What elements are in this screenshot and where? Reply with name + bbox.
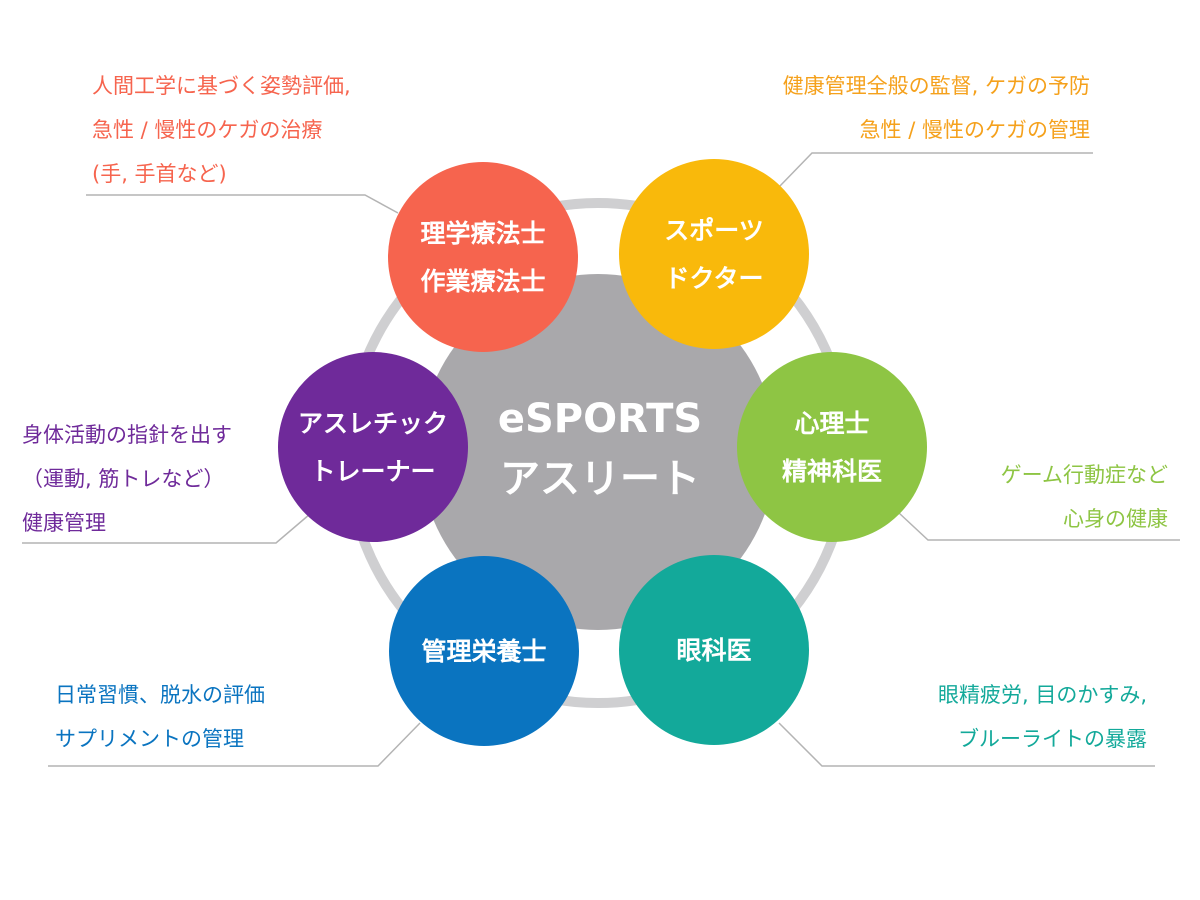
athletic-trainer-label-line: トレーナー <box>310 457 435 486</box>
psychologist-leader-line <box>898 512 1180 541</box>
athletic-trainer-description: 身体活動の指針を出す （運動, 筋トレなど） 健康管理 <box>22 423 232 535</box>
psychologist-circle <box>737 352 927 542</box>
center-title-line: eSPORTS <box>498 396 702 442</box>
sports-doctor-leader-line <box>778 152 1093 188</box>
pt-ot-label: 理学療法士作業療法士 <box>420 219 545 296</box>
dietitian-label: 管理栄養士 <box>421 637 546 666</box>
ophthalmologist-leader-line <box>778 722 1155 767</box>
ophthalmologist-description-line: ブルーライトの暴露 <box>958 727 1147 751</box>
sports-doctor-description-line: 健康管理全般の監督, ケガの予防 <box>783 74 1090 98</box>
athletic-trainer-leader-line <box>22 513 311 544</box>
pt-ot-leader-line <box>86 194 399 214</box>
dietitian-description-line: サプリメントの管理 <box>55 727 244 751</box>
ophthalmologist-description-line: 眼精疲労, 目のかすみ, <box>938 683 1147 707</box>
dietitian-leader-line <box>48 722 421 767</box>
ophthalmologist-label-line: 眼科医 <box>676 636 751 665</box>
pt-ot-label-line: 理学療法士 <box>420 219 545 248</box>
psychologist-description-line: ゲーム行動症など <box>1001 463 1168 487</box>
center-title: eSPORTS アスリート <box>498 396 702 502</box>
psychologist-description-line: 心身の健康 <box>1063 507 1168 531</box>
psychologist-description: ゲーム行動症など心身の健康 <box>1001 463 1168 531</box>
ophthalmologist-circle <box>619 555 809 745</box>
athletic-trainer-description-line: （運動, 筋トレなど） <box>22 467 224 491</box>
psychologist-label: 心理士精神科医 <box>782 409 882 486</box>
dietitian-description: 日常習慣、脱水の評価サプリメントの管理 <box>55 683 265 751</box>
psychologist-label-line: 精神科医 <box>782 457 882 486</box>
ophthalmologist-label: 眼科医 <box>676 636 751 665</box>
ophthalmologist-description: 眼精疲労, 目のかすみ, ブルーライトの暴露 <box>938 683 1147 751</box>
athletic-trainer-description-line: 健康管理 <box>22 511 106 535</box>
sports-doctor-label: スポーツドクター <box>664 216 764 293</box>
sports-doctor-label-line: ドクター <box>664 264 763 293</box>
sports-doctor-circle <box>619 159 809 349</box>
pt-ot-label-line: 作業療法士 <box>420 267 545 296</box>
dietitian-circle <box>389 556 579 746</box>
pt-ot-description-line: 人間工学に基づく姿勢評価, <box>92 74 351 98</box>
athletic-trainer-description-line: 身体活動の指針を出す <box>22 423 232 447</box>
sports-doctor-description-line: 急性 / 慢性のケガの管理 <box>860 118 1090 142</box>
athletic-trainer-label-line: アスレチック <box>298 409 448 438</box>
psychologist-label-line: 心理士 <box>794 409 869 438</box>
athletic-trainer-circle <box>278 352 468 542</box>
center-title-line: アスリート <box>500 456 700 502</box>
pt-ot-description: 人間工学に基づく姿勢評価, 急性 / 慢性のケガの治療 (手, 手首など) <box>92 74 351 186</box>
pt-ot-description-line: 急性 / 慢性のケガの治療 <box>92 118 322 142</box>
dietitian-label-line: 管理栄養士 <box>421 637 546 666</box>
pt-ot-description-line: (手, 手首など) <box>92 162 227 186</box>
pt-ot-circle <box>388 162 578 352</box>
athletic-trainer-label: アスレチックトレーナー <box>298 409 448 486</box>
center-circle <box>420 274 776 630</box>
sports-doctor-label-line: スポーツ <box>664 216 764 245</box>
sports-doctor-description: 健康管理全般の監督, ケガの予防急性 / 慢性のケガの管理 <box>783 74 1090 142</box>
dietitian-description-line: 日常習慣、脱水の評価 <box>55 683 265 707</box>
